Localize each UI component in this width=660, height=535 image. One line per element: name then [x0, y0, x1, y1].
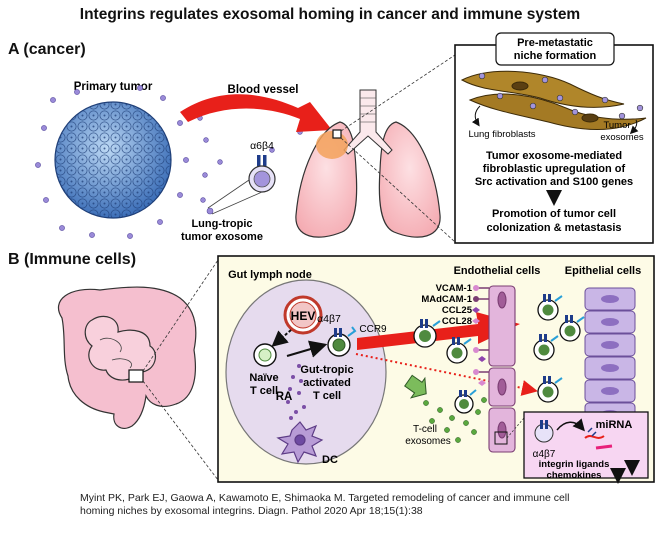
gut-lymph-node — [225, 279, 387, 465]
outcome-line1: Promotion of tumor cell — [492, 208, 616, 220]
ligand-ccl28: CCL28 — [442, 316, 472, 327]
dc-label: DC — [322, 454, 338, 466]
ligand-markers — [472, 285, 489, 386]
mirna-a4b7-label: α4β7 — [533, 449, 556, 460]
panel-b-label: B (Immune cells) — [8, 251, 136, 268]
exosome-label-line1: Lung-tropic — [191, 218, 252, 230]
outcome-line2: colonization & metastasis — [486, 222, 621, 234]
lung-fibroblasts — [460, 70, 647, 130]
activated-label-line2: activated — [303, 377, 351, 389]
pre-metastatic-inset: Pre-metastatic niche formation Lung fibr… — [454, 32, 654, 244]
small-exosome — [206, 207, 214, 215]
lung-tropic-exosome — [248, 165, 276, 193]
inset-header-line1: Pre-metastatic — [517, 37, 593, 49]
primary-tumor — [54, 101, 172, 219]
ligand-madcam1: MAdCAM-1 — [421, 294, 472, 305]
ligand-vcam1: VCAM-1 — [436, 283, 473, 294]
exosome-label-line2: tumor exosome — [181, 231, 263, 243]
hev-icon — [283, 295, 323, 335]
integrin-a6b4-icon — [257, 155, 267, 167]
lung-fibroblasts-label: Lung fibroblasts — [468, 129, 535, 140]
blood-vessel-arrow — [180, 94, 332, 132]
gut-lymph-node-label: Gut lymph node — [228, 269, 312, 281]
blood-vessel-label: Blood vessel — [228, 84, 299, 96]
tumor-exosome-dots — [35, 85, 303, 239]
tumor-exosomes-label-line2: exosomes — [600, 132, 644, 143]
ra-dots — [286, 364, 306, 420]
mirna-label: miRNA — [596, 419, 633, 431]
primary-tumor-label: Primary tumor — [74, 81, 153, 93]
integrin-a6b4-label: α6β4 — [250, 140, 274, 152]
t-cell-exosome-dots — [423, 397, 487, 443]
t-cell-exosomes-line2: exosomes — [405, 436, 451, 447]
activated-label-line3: T cell — [313, 390, 341, 402]
homing-t-cells — [413, 294, 585, 414]
exosome-arrow — [404, 374, 427, 399]
endothelial-label: Endothelial cells — [454, 265, 541, 277]
a4b7-label: α4β7 — [317, 313, 341, 325]
ligand-ccl25: CCL25 — [442, 305, 473, 316]
ccr9-label: CCR9 — [359, 324, 387, 335]
activated-t-cell — [327, 326, 357, 357]
inset-header-line2: niche formation — [514, 50, 597, 62]
naive-label-line1: Naïve — [249, 372, 278, 384]
ligands-down-line2: chemokines — [547, 470, 602, 481]
hev-label: HEV — [291, 309, 316, 323]
mechanism-line1: Tumor exosome-mediated — [486, 150, 622, 162]
citation-line2: homing niches by exosomal integrins. Dia… — [80, 505, 423, 517]
naive-label-line2: T cell — [250, 385, 278, 397]
mechanism-line3: Src activation and S100 genes — [475, 176, 633, 188]
gut-zoom-box — [128, 369, 144, 383]
intestines — [57, 286, 197, 429]
epithelial-label: Epithelial cells — [565, 265, 641, 277]
endothelial-cells — [488, 285, 516, 453]
ra-label: RA — [276, 391, 293, 403]
t-cell-exosomes-line1: T-cell — [413, 424, 437, 435]
activated-label-line1: Gut-tropic — [300, 364, 353, 376]
epithelial-cells — [584, 287, 636, 426]
figure-title: Integrins regulates exosomal homing in c… — [80, 6, 580, 23]
panel-a-label: A (cancer) — [8, 41, 86, 58]
tumor-exosomes-label-line1: Tumor — [603, 120, 630, 131]
inset-exosome-dots — [478, 72, 644, 120]
citation-line1: Myint PK, Park EJ, Gaowa A, Kawamoto E, … — [80, 492, 569, 504]
naive-t-cell — [253, 343, 277, 367]
mechanism-line2: fibroblastic upregulation of — [483, 163, 626, 175]
ligands-down-line1: integrin ligands — [539, 459, 610, 470]
dendritic-cell — [276, 421, 324, 464]
lungs — [295, 89, 441, 238]
